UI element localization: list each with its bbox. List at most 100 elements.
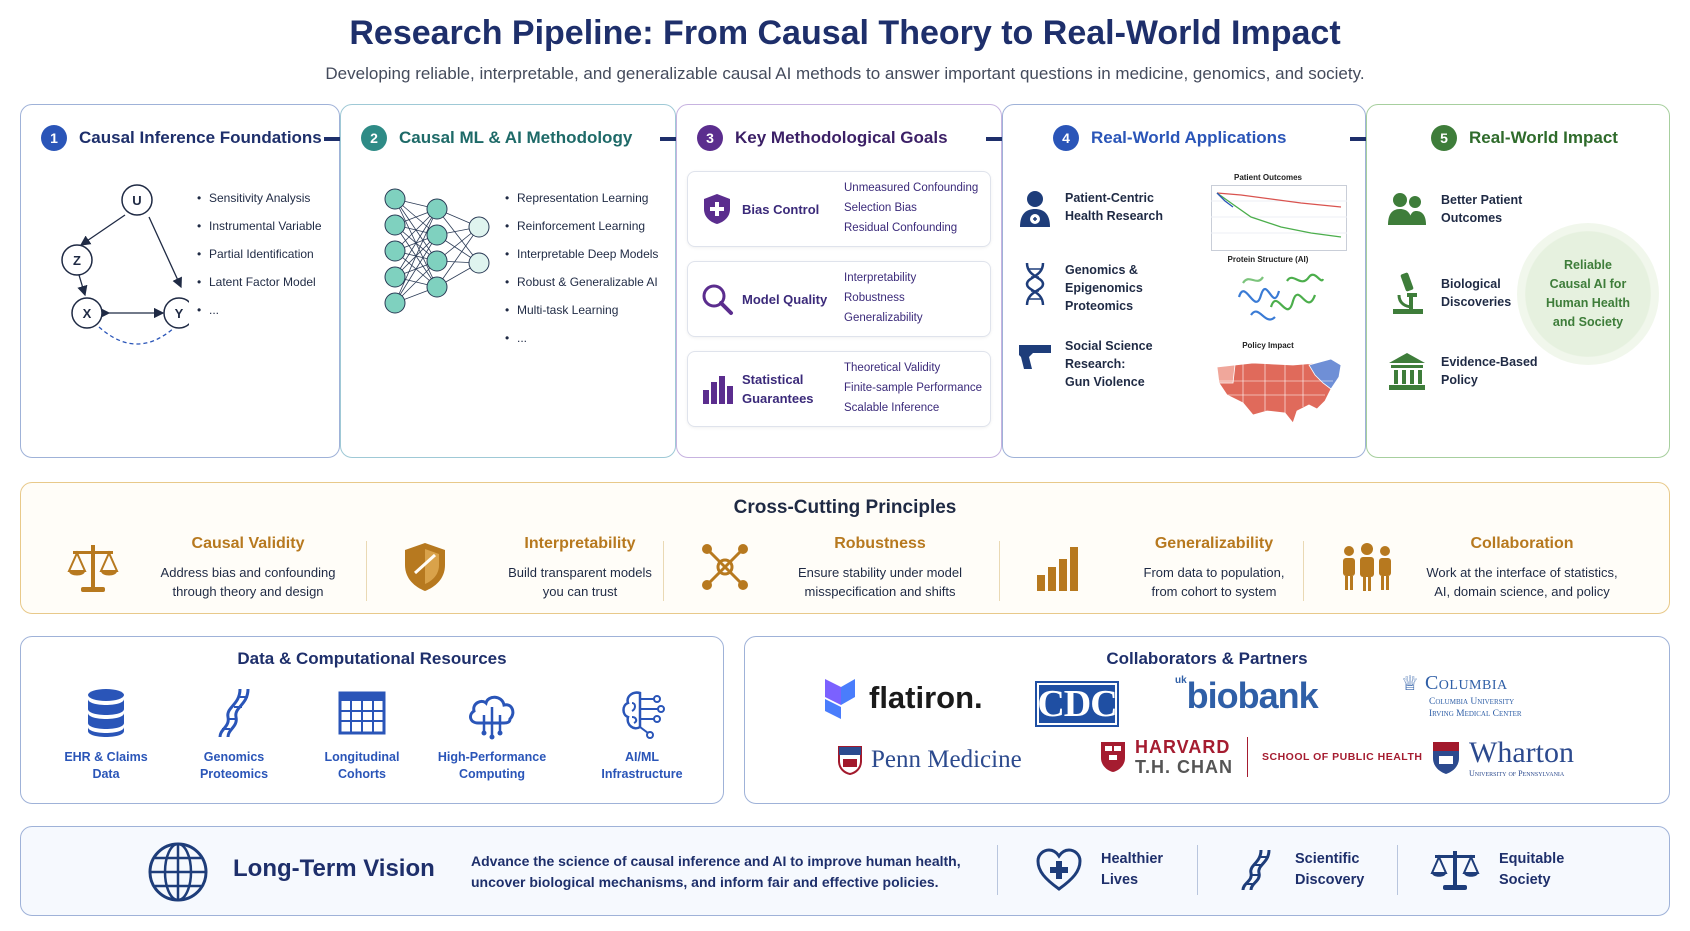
- principle-divider: [663, 541, 664, 601]
- principle-divider: [1303, 541, 1304, 601]
- list-item: Multi-task Learning: [505, 303, 658, 331]
- list-item: Sensitivity Analysis: [197, 191, 322, 219]
- us-policy-map: [1216, 358, 1342, 424]
- dag-edge-u-y: [148, 216, 182, 289]
- goal-name-line2: Guarantees: [742, 391, 814, 406]
- institution-icon: [1389, 353, 1425, 390]
- neural-network-diagram: [384, 188, 490, 314]
- wharton-shield-icon: [1433, 742, 1459, 774]
- goal-statistical-guarantees: Statistical Guarantees Theoretical Valid…: [687, 351, 991, 427]
- collaborators-partners: Collaborators & Partners flatiron. CDC u…: [744, 636, 1670, 804]
- list-item: Theoretical Validity: [844, 362, 941, 374]
- stage-causal-foundations: 1 Causal Inference Foundations U Z X Y S…: [20, 104, 340, 458]
- dag-node-x: X: [83, 306, 92, 321]
- stage-3-header: 3 Key Methodological Goals: [697, 125, 948, 151]
- stage-1-number: 1: [41, 125, 67, 151]
- harvard-chan-logo: HARVARD T.H. CHAN SCHOOL OF PUBLIC HEALT…: [1099, 737, 1422, 777]
- goal-items: Theoretical Validity Finite-sample Perfo…: [844, 362, 982, 422]
- stage-5-number: 5: [1431, 125, 1457, 151]
- growth-bars-icon: [1037, 547, 1078, 591]
- list-item: Latent Factor Model: [197, 275, 322, 303]
- stage-2-number: 2: [361, 125, 387, 151]
- list-item: Finite-sample Performance: [844, 382, 983, 394]
- dna-icon: [1241, 849, 1271, 891]
- scales-icon: [1430, 851, 1480, 890]
- network-icon: [702, 544, 748, 590]
- microscope-icon: [1393, 272, 1423, 314]
- list-item: Scalable Inference: [844, 402, 940, 414]
- shield-icon: [405, 543, 445, 591]
- list-item: Representation Learning: [505, 191, 658, 219]
- goal-name: Model Quality: [742, 292, 828, 307]
- stage-4-number: 4: [1053, 125, 1079, 151]
- stage-3-title: Key Methodological Goals: [735, 128, 948, 147]
- foundations-list: Sensitivity Analysis Instrumental Variab…: [197, 191, 322, 331]
- list-item: Robust & Generalizable AI: [505, 275, 658, 303]
- harvard-divider: [1247, 737, 1248, 777]
- list-item: Instrumental Variable: [197, 219, 322, 247]
- stage-2-title: Causal ML & AI Methodology: [399, 128, 633, 147]
- dna-icon: [1025, 262, 1045, 306]
- list-item: Selection Bias: [844, 202, 917, 214]
- mini-chart-title-policy: Policy Impact: [1242, 341, 1294, 350]
- reliable-ai-badge: Reliable Causal AI for Human Health and …: [1517, 223, 1659, 365]
- mini-chart-title-outcomes: Patient Outcomes: [1233, 173, 1302, 182]
- goal-bias-control: Bias Control Unmeasured Confounding Sele…: [687, 171, 991, 247]
- crown-icon: ♕: [1401, 673, 1419, 695]
- list-item: Interpretable Deep Models: [505, 247, 658, 275]
- list-item: Reinforcement Learning: [505, 219, 658, 247]
- goal-model-quality: Model Quality Interpretability Robustnes…: [687, 261, 991, 337]
- people-icon: [1388, 193, 1426, 225]
- patient-icon: [1020, 191, 1050, 227]
- flatiron-logo: flatiron.: [819, 675, 983, 721]
- page-subtitle: Developing reliable, interpretable, and …: [325, 64, 1365, 83]
- dag-node-y: Y: [175, 306, 184, 321]
- wharton-logo: Wharton University of Pennsylvania: [1431, 737, 1574, 779]
- uk-biobank-logo: ukbiobank: [1175, 675, 1319, 716]
- vision-divider: [997, 845, 998, 895]
- patient-outcomes-mini-chart: [1211, 185, 1347, 251]
- dag-node-u: U: [132, 193, 141, 208]
- heart-plus-icon: [1036, 848, 1082, 891]
- vision-divider: [1397, 845, 1398, 895]
- list-item: Residual Confounding: [844, 222, 958, 234]
- cdc-logo: CDC: [1035, 681, 1119, 727]
- principle-title: Interpretability: [524, 535, 636, 552]
- goal-items: Unmeasured Confounding Selection Bias Re…: [844, 182, 978, 242]
- collaborators-title: Collaborators & Partners: [1106, 649, 1308, 668]
- harvard-shield-icon: [1101, 742, 1125, 772]
- app-label: Social Science Research:Gun Violence: [1065, 339, 1153, 389]
- vision-divider: [1197, 845, 1198, 895]
- list-item: ...: [197, 303, 322, 331]
- app-gun-violence: Social Science Research:Gun Violence: [1017, 337, 1215, 391]
- dna-icon: [218, 688, 250, 738]
- stage-applications: 4 Real-World Applications Patient-Centri…: [1002, 104, 1366, 458]
- long-term-vision: Long-Term Vision Advance the science of …: [20, 826, 1670, 916]
- dag-edge-z-x: [77, 274, 88, 297]
- data-resources: Data & Computational Resources EHR & Cla…: [20, 636, 724, 804]
- columbia-logo: ♕ Columbia Columbia University Irving Me…: [1401, 672, 1522, 719]
- stage-1-title: Causal Inference Foundations: [79, 128, 322, 147]
- table-icon: [338, 691, 386, 735]
- vision-statement: Advance the science of causal inference …: [471, 853, 961, 890]
